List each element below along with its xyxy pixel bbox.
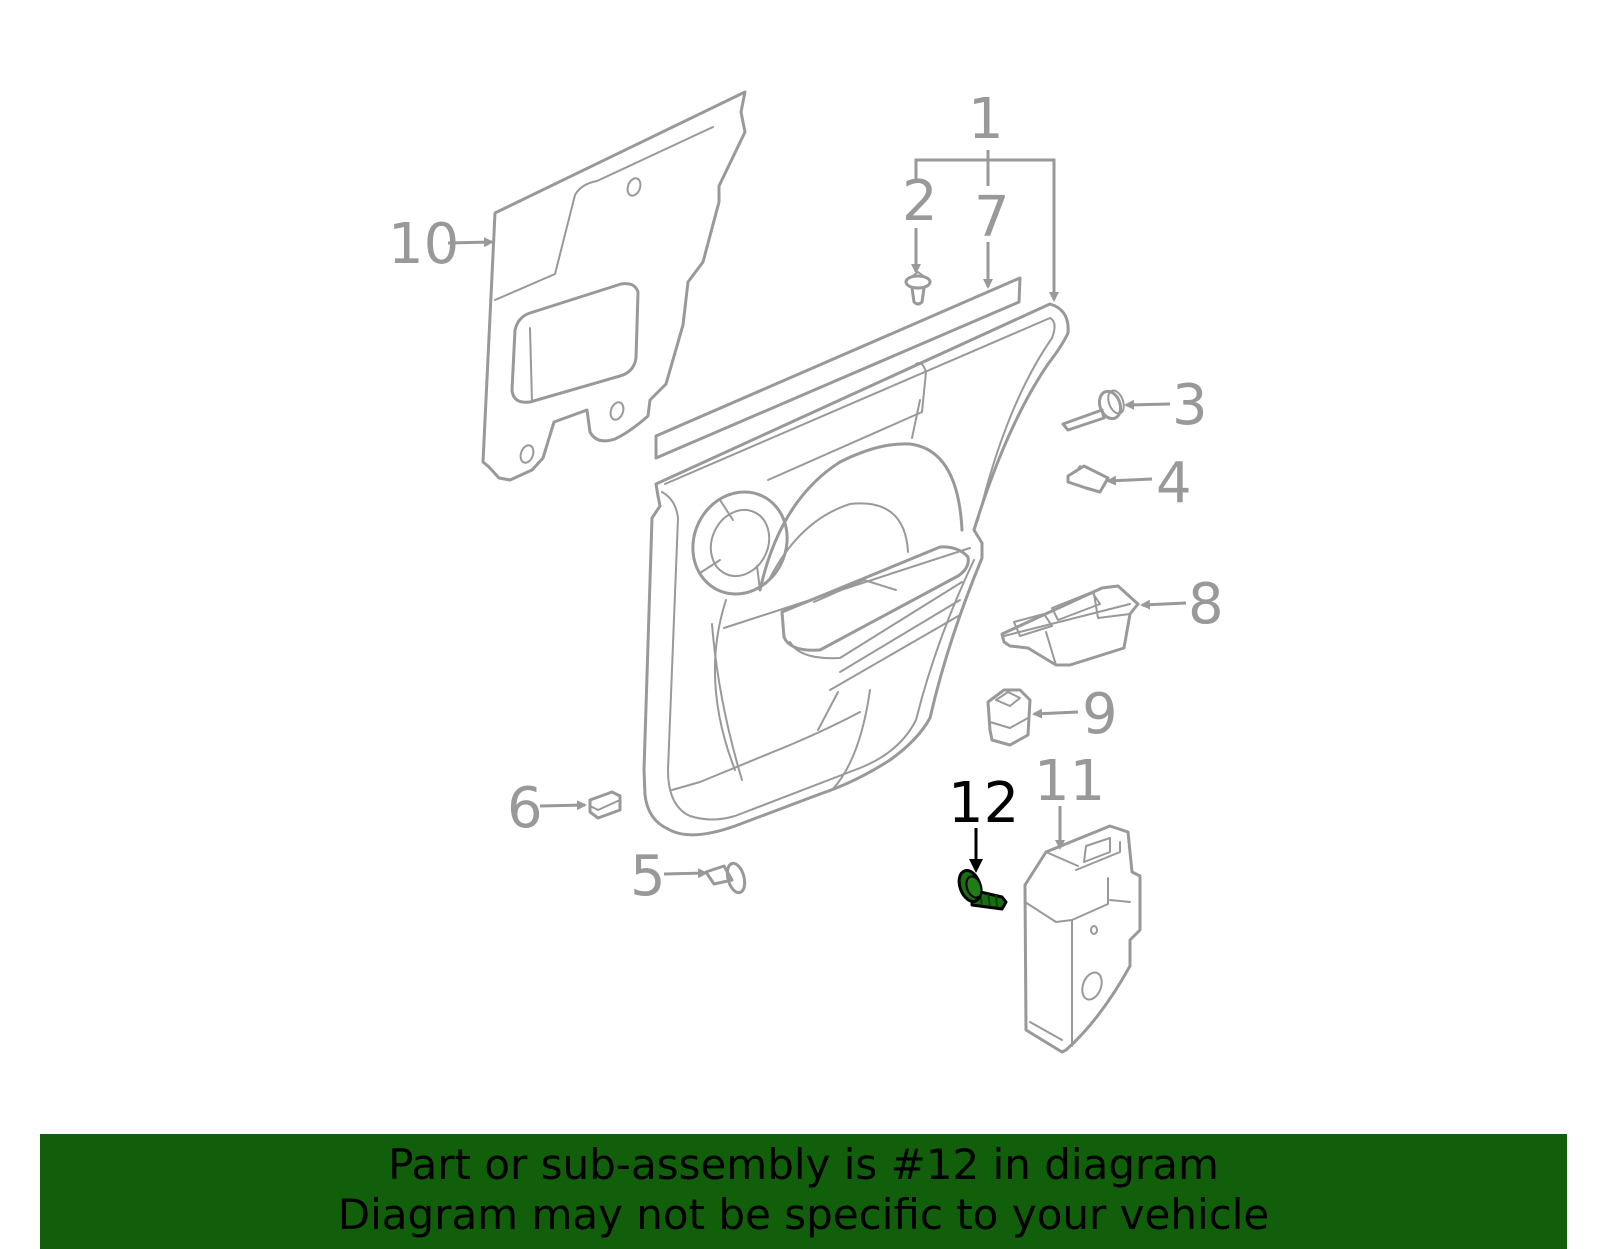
part-7-trim-strip: [654, 276, 1022, 460]
part-3-screw: [1061, 389, 1125, 432]
part-11-door-lock: [1023, 824, 1142, 1054]
part-4-clip: [1066, 464, 1110, 494]
part-10-water-shield: [481, 90, 747, 482]
callout-9: 9: [1082, 682, 1118, 747]
callout-10: 10: [388, 212, 459, 277]
callout-3: 3: [1172, 373, 1208, 438]
callout-1: 1: [968, 87, 1004, 152]
callout-5: 5: [630, 844, 666, 909]
leader-lines: [447, 150, 1187, 879]
banner-line-disclaimer: Diagram may not be specific to your vehi…: [337, 1190, 1270, 1239]
part-1-door-trim-panel: [642, 302, 1070, 837]
part-6-clip: [588, 790, 622, 820]
callout-4: 4: [1156, 451, 1192, 516]
callout-11: 11: [1034, 749, 1105, 814]
callout-labels: 1 2 3 4 5 6 7 8 9 10 11 12: [388, 87, 1224, 909]
part-12-screw-highlighted[interactable]: [955, 868, 1008, 911]
part-2-clip: [904, 271, 932, 306]
callout-8: 8: [1188, 572, 1224, 637]
callout-2: 2: [902, 169, 938, 234]
parts-diagram: 1 2 3 4 5 6 7 8 9 10 11 12: [388, 87, 1224, 1054]
callout-6: 6: [507, 776, 543, 841]
callout-7: 7: [974, 185, 1010, 250]
banner-line-part: Part or sub-assembly is #12 in diagram: [388, 1140, 1219, 1189]
callout-12[interactable]: 12: [948, 771, 1019, 836]
info-banner: Part or sub-assembly is #12 in diagram D…: [40, 1134, 1567, 1249]
part-8-switch-bezel: [1000, 584, 1140, 667]
part-5-clip: [704, 861, 747, 895]
part-9-switch: [986, 688, 1032, 747]
